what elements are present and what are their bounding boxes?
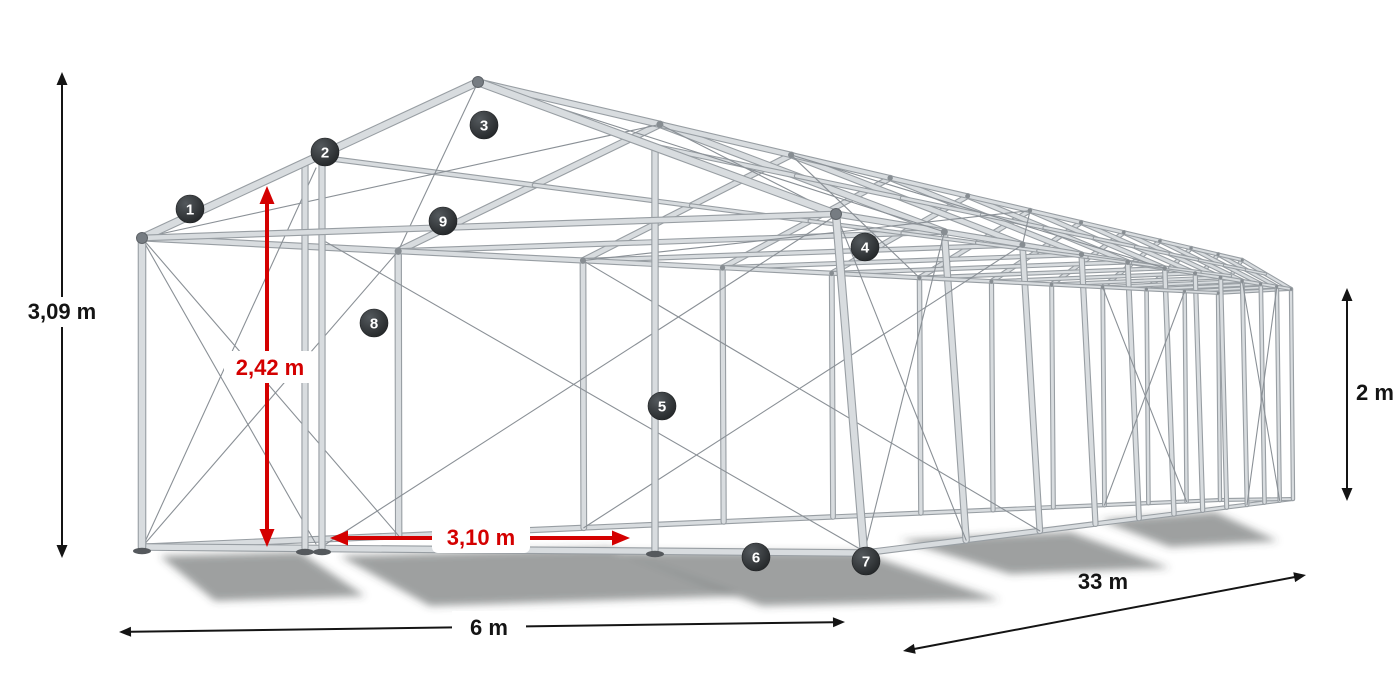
dimension-side-height: 2 m (1341, 288, 1394, 501)
label-background (16, 297, 108, 327)
arrowhead-right-icon (832, 617, 845, 628)
badge-circle (175, 194, 205, 224)
badge-circle (310, 137, 340, 167)
arrowhead-down-icon (259, 529, 275, 547)
clearance-height-label: 2,42 m (236, 355, 305, 380)
part-badge-3: 3 (469, 110, 499, 140)
badge-number: 6 (752, 550, 760, 567)
part-badge-2: 2 (310, 137, 340, 167)
total-height-label: 3,09 m (28, 299, 97, 324)
part-badges: 1 2 3 4 5 6 7 8 (175, 110, 881, 576)
badge-number: 3 (480, 118, 488, 135)
shadow-shape (900, 532, 1170, 574)
arrowhead-left-icon (330, 530, 348, 546)
length-label: 33 m (1078, 569, 1128, 594)
width-label: 6 m (470, 615, 508, 640)
badge-number: 8 (370, 316, 378, 333)
badge-circle (741, 542, 771, 572)
part-badge-4: 4 (850, 232, 880, 262)
badge-circle (428, 206, 458, 236)
shadow-shape (620, 552, 1000, 606)
part-badge-8: 8 (359, 308, 389, 338)
part-badge-6: 6 (741, 542, 771, 572)
arrowhead-right-icon (612, 530, 630, 546)
arrowhead-down-icon (56, 545, 68, 558)
dimension-total-height: 3,09 m (16, 72, 108, 558)
arrowhead-left-icon (119, 626, 132, 637)
part-badge-7: 7 (851, 546, 881, 576)
dimension-annotations: 3,09 m 2,42 m 3,10 m 6 m 33 (16, 72, 1394, 654)
badge-number: 7 (862, 554, 870, 571)
arrowhead-right-icon (1293, 572, 1306, 583)
dimension-line (913, 576, 1296, 650)
arrowhead-left-icon (903, 643, 916, 654)
label-background (224, 351, 316, 383)
badge-circle (850, 232, 880, 262)
part-badge-1: 1 (175, 194, 205, 224)
shadow-shape (160, 552, 365, 601)
part-badge-9: 9 (428, 206, 458, 236)
badge-number: 5 (658, 399, 666, 416)
badge-number: 2 (321, 145, 329, 162)
arrowhead-up-icon (1341, 288, 1353, 301)
badge-number: 4 (861, 240, 870, 257)
shadow-shape (340, 548, 740, 606)
entrance-width-label: 3,10 m (447, 525, 516, 550)
part-badge-5: 5 (647, 391, 677, 421)
dimension-length: 33 m (903, 569, 1306, 654)
label-background (432, 521, 530, 553)
dimension-entrance-width: 3,10 m (330, 521, 630, 553)
shadow-shape (1100, 512, 1278, 547)
badge-number: 1 (186, 202, 194, 219)
dimension-width: 6 m (119, 611, 845, 643)
tent-frame (133, 76, 1296, 561)
badge-circle (647, 391, 677, 421)
ground-shadows (160, 512, 1278, 606)
badge-circle (359, 308, 389, 338)
badge-circle (469, 110, 499, 140)
arrowhead-up-icon (259, 186, 275, 204)
arrowhead-down-icon (1341, 488, 1353, 501)
side-height-label: 2 m (1356, 380, 1394, 405)
label-background (452, 611, 526, 643)
arrowhead-up-icon (56, 72, 68, 85)
badge-circle (851, 546, 881, 576)
dimension-clearance-height: 2,42 m (224, 186, 316, 547)
badge-number: 9 (439, 214, 447, 231)
